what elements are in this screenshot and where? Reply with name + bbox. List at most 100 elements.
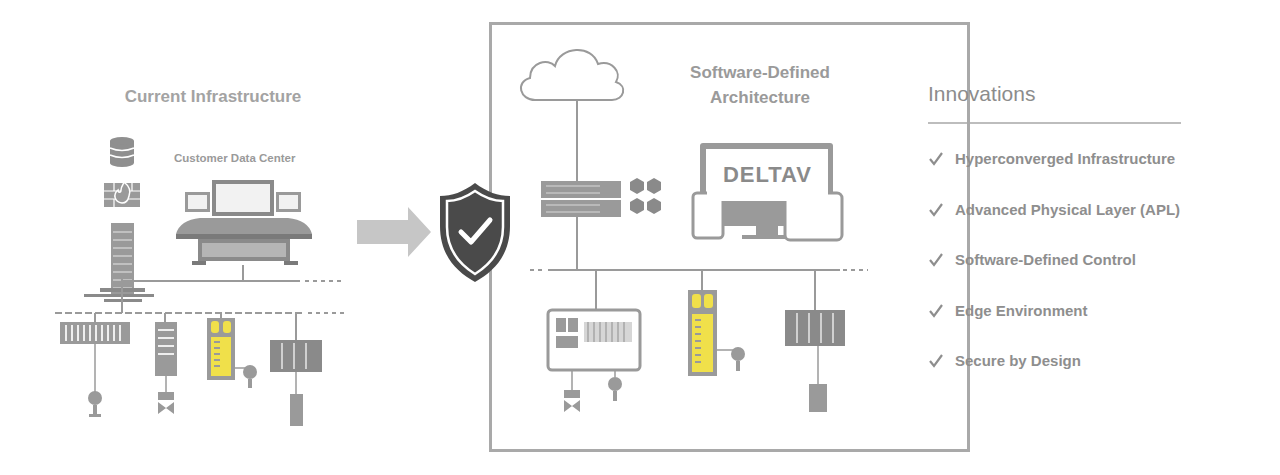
network-bus [814, 270, 816, 310]
controller-module [155, 322, 177, 376]
controller-module [165, 376, 167, 392]
check-mark [930, 254, 942, 265]
plc-rack [282, 343, 306, 369]
operator-console [198, 239, 290, 261]
operator-console [176, 180, 312, 265]
operator-console [192, 261, 206, 265]
safety-module [207, 318, 257, 388]
list-heading: Innovations [928, 84, 1035, 104]
edge-controller [613, 391, 617, 401]
transmitter-symbol [88, 391, 102, 405]
safety-module [243, 365, 257, 379]
divider-line [928, 122, 1181, 124]
safety-module [692, 294, 701, 308]
hyperconverged-servers [546, 186, 600, 212]
divider-line [928, 123, 1181, 124]
io-rack [60, 322, 130, 392]
list-item: Edge Environment [955, 301, 1088, 321]
monitor-screen: DELTAV [707, 149, 828, 201]
network-bus [122, 280, 300, 282]
safety-module [248, 379, 252, 388]
operator-console [188, 195, 207, 209]
cloud-icon [521, 50, 623, 100]
network-bus [220, 313, 222, 318]
hyperconverged-servers [541, 181, 621, 270]
safety-module [695, 320, 701, 362]
safety-module [731, 347, 745, 361]
hyperconverged-servers [541, 181, 621, 198]
cloud-icon [521, 50, 623, 181]
safety-module [211, 321, 219, 333]
edge-controller [584, 322, 632, 342]
edge-controller [568, 318, 578, 332]
edge-controller [564, 400, 580, 412]
controller-module [158, 330, 174, 354]
network-bus [295, 313, 297, 340]
operator-console [202, 243, 286, 257]
container-cubes [647, 178, 661, 194]
operator-console [279, 195, 298, 209]
operator-console [176, 218, 312, 234]
transmitter-symbol [88, 391, 102, 417]
network-bus [164, 313, 166, 322]
container-cubes [630, 178, 644, 194]
container-cubes [630, 198, 644, 214]
database-icon [110, 137, 134, 145]
logo-text: DELTAV [723, 162, 812, 188]
network-bus [94, 313, 96, 322]
area-label: Customer Data Center [174, 148, 295, 168]
plc-rack [817, 346, 819, 384]
plc-rack [270, 340, 322, 372]
network-bus [55, 312, 305, 314]
transmitter-symbol [93, 405, 97, 415]
shield-icon [447, 191, 503, 274]
check-mark [930, 355, 942, 366]
container-cubes [630, 178, 661, 214]
edge-controller [588, 322, 624, 342]
shield-icon [461, 220, 490, 242]
list-item: Software-Defined Control [955, 250, 1136, 270]
network-bus [595, 270, 597, 310]
database-icon [110, 148, 134, 158]
cloud-icon [576, 100, 578, 181]
edge-controller [608, 377, 622, 391]
section-heading: Current Infrastructure [60, 87, 366, 107]
transition-arrow [357, 207, 431, 257]
hyperconverged-servers [541, 200, 621, 217]
monitor-bezel [756, 226, 778, 235]
controller-module [158, 402, 174, 414]
safety-module [223, 321, 231, 333]
shield-icon [440, 183, 510, 282]
firewall-icon [104, 183, 140, 207]
network-bus [308, 312, 345, 314]
edge-controller [556, 318, 566, 332]
network-bus [701, 270, 703, 290]
operator-console [176, 234, 312, 239]
list-item: Advanced Physical Layer (APL) [955, 200, 1180, 220]
edge-controller [548, 310, 640, 370]
architecture-frame: DELTAV Software-Defined Architecture [489, 22, 970, 452]
frame-heading: Software-Defined Architecture [670, 60, 850, 110]
check-mark [930, 305, 942, 316]
list-item: Hyperconverged Infrastructure [955, 149, 1175, 169]
controller-module [155, 322, 177, 414]
safety-module [214, 342, 220, 366]
network-bus [305, 280, 345, 282]
io-rack [60, 322, 130, 344]
container-cubes [647, 198, 661, 214]
safety-module [688, 290, 717, 376]
network-bus [530, 269, 545, 271]
hyperconverged-servers [576, 217, 578, 270]
monitor-bezel [706, 149, 827, 201]
safety-module [211, 337, 231, 376]
operator-console [212, 180, 274, 216]
edge-controller [614, 370, 616, 377]
safety-module [688, 290, 745, 376]
firewall-icon [115, 182, 130, 203]
safety-module [717, 349, 734, 351]
plc-rack [295, 372, 297, 394]
firewall-icon [104, 182, 140, 207]
edge-controller [564, 390, 580, 398]
